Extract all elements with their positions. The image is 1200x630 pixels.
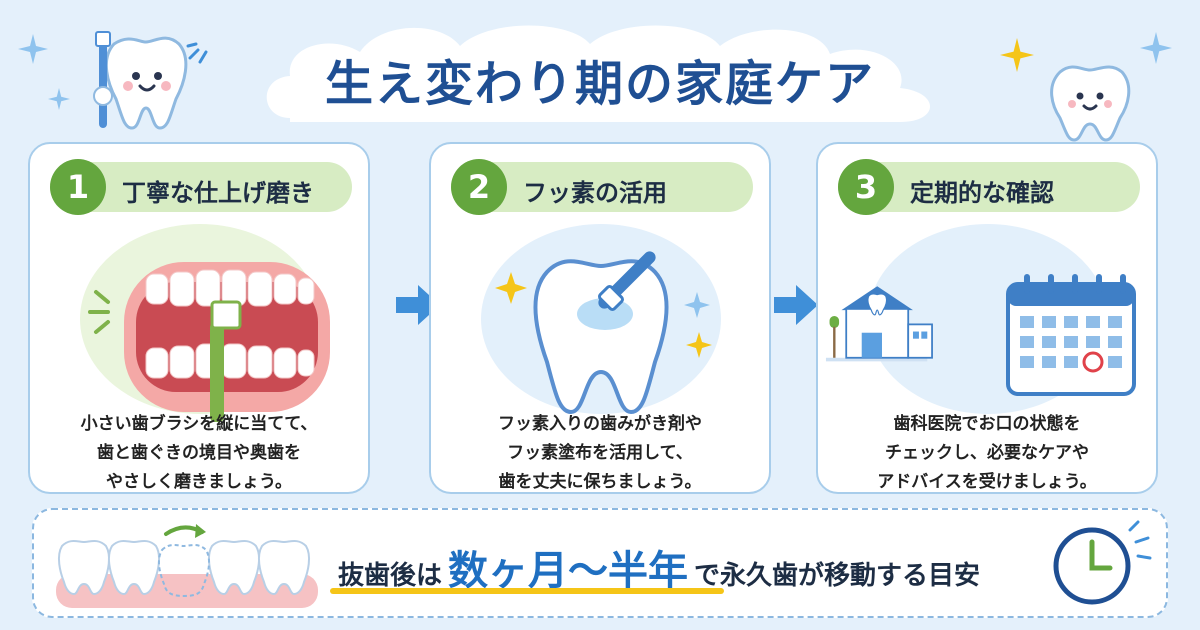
calendar-icon [1006,274,1136,396]
description-line: フッ素塗布を活用して、 [507,443,693,463]
sparkle-icon [1000,38,1034,72]
toothbrush-icon [93,31,113,128]
banner-message: 抜歯後は数ヶ月～半年で永久歯が移動する目安 [338,538,980,596]
description-line: フッ素入りの歯みがき剤や [498,414,702,434]
step-title: 定期的な確認 [910,179,1054,207]
step-title: フッ素の活用 [523,179,667,207]
description-line: チェックし、必要なケアや [885,443,1089,463]
title-cloud [266,25,930,122]
step-header: 1 丁寧な仕上げ磨き [50,159,352,215]
step-description: 小さい歯ブラシを縦に当てて、 歯と歯ぐきの境目や奥歯を やさしく磨きましょう。 [38,410,360,497]
tooth-mascot-icon [104,36,188,130]
sparkle-icon [18,34,48,64]
step-description: フッ素入りの歯みがき剤や フッ素塗布を活用して、 歯を丈夫に保ちましょう。 [439,410,761,497]
dental-clinic-icon [825,286,933,362]
step-title: 丁寧な仕上げ磨き [122,179,314,207]
step-number: 3 [838,159,894,215]
arrow-right-icon [774,285,818,325]
description-line: 歯科医院でお口の状態を [893,414,1081,434]
description-line: 歯を丈夫に保ちましょう。 [498,472,702,492]
step-number: 1 [50,159,106,215]
banner-highlight: 数ヶ月～半年 [448,548,689,594]
sparkle-icon [48,88,70,110]
fluoride-tooth-illustration [495,251,712,415]
step-card-3: 3 定期的な確認 歯科医院でお口の状態を チェックし、必要なケアや アドバイスを… [816,142,1158,494]
banner-suffix: で永久歯が移動する目安 [694,561,981,591]
teeth-row-illustration [56,524,318,608]
description-line: やさしく磨きましょう。 [106,472,292,492]
step-description: 歯科医院でお口の状態を チェックし、必要なケアや アドバイスを受けましょう。 [826,410,1148,497]
sparkle-icon [186,42,208,64]
step-card-1: 1 丁寧な仕上げ磨き 小さい歯ブラシを縦に当てて、 歯と歯ぐきの境目や奥歯を や… [28,142,370,494]
sparkle-icon [1140,32,1172,64]
banner-prefix: 抜歯後は [338,561,443,591]
description-line: 歯と歯ぐきの境目や奥歯を [97,443,301,463]
step-card-2: 2 フッ素の活用 フッ素入りの歯みがき剤や フッ素塗布を活用して、 歯を丈夫に保… [429,142,771,494]
step-number: 2 [451,159,507,215]
step-header: 3 定期的な確認 [838,159,1140,215]
step-header: 2 フッ素の活用 [451,159,753,215]
brushing-teeth-illustration [88,262,330,422]
clock-icon [1053,520,1152,605]
description-line: アドバイスを受けましょう。 [877,472,1097,492]
highlight-underline [330,588,724,594]
tooth-mascot-icon [1050,65,1131,142]
page-title: 生え変わり期の家庭ケア [324,56,875,112]
description-line: 小さい歯ブラシを縦に当てて、 [80,414,318,434]
